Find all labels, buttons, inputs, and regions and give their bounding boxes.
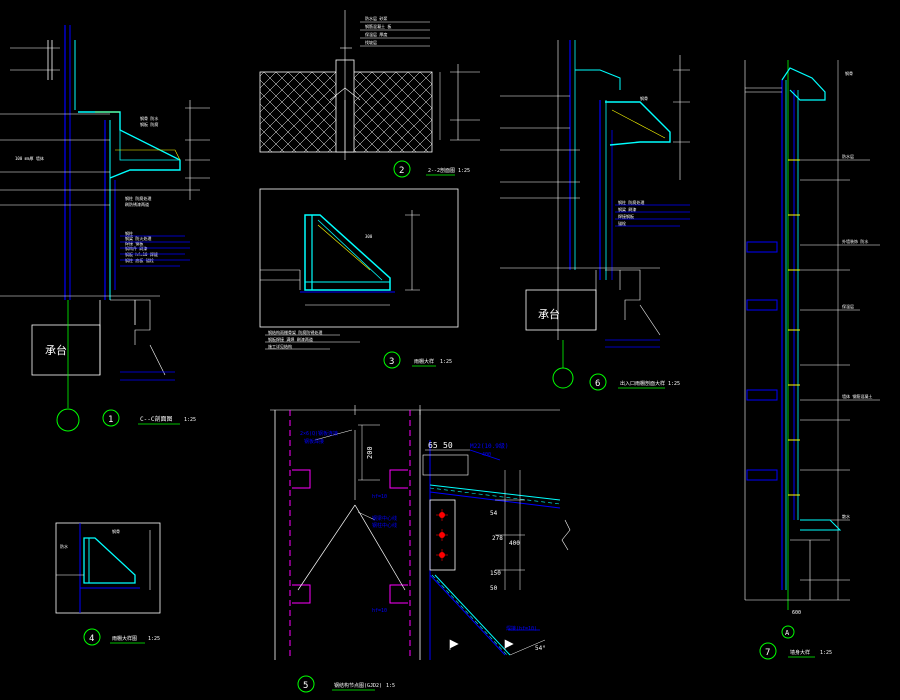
detail-7-section: A 600 钢骨 防水层 外墙装饰 防水 保温层 墙体 钢筋混凝土 散水	[744, 60, 880, 639]
d5-note-1: 2×6(Q)钢板连接	[300, 430, 338, 437]
svg-text:保温层 厚度: 保温层 厚度	[365, 31, 387, 37]
detail-5-section	[270, 405, 571, 660]
detail-3-title-text: 雨棚大样	[414, 358, 434, 365]
detail-7-scale: 1:25	[820, 650, 832, 656]
detail-5-title: 5 钢结构节点图(GJD2) 1:5	[297, 675, 395, 693]
d5-dim-150: 150	[490, 570, 501, 577]
svg-text:钢梁 刷漆: 钢梁 刷漆	[618, 206, 636, 212]
d7-bottom-dim: 600	[792, 610, 801, 616]
svg-text:300: 300	[365, 234, 373, 239]
svg-text:钢骨: 钢骨	[112, 528, 120, 534]
detail-4-section: 防水 钢骨	[55, 522, 161, 614]
svg-text:钢结构雨棚骨架 防腐防锈处理: 钢结构雨棚骨架 防腐防锈处理	[268, 329, 322, 335]
detail-7-number: 7	[765, 648, 770, 658]
svg-text:焊接钢板: 焊接钢板	[618, 213, 634, 219]
d5-weld-1: hf=10	[372, 494, 387, 500]
svg-text:钢柱 防腐处理: 钢柱 防腐处理	[618, 199, 644, 205]
detail-4-title: 4 雨棚大样图 1:25	[83, 628, 160, 646]
svg-text:钢梁 防火处理: 钢梁 防火处理	[125, 235, 151, 241]
d5-center-1: 钢梁中心线	[372, 515, 397, 522]
d5-weld-3: 焊接(hf=10)	[506, 625, 537, 632]
detail-6-scale: 1:25	[668, 381, 680, 387]
platform-label-left: 承台	[45, 343, 67, 357]
svg-text:防水层 砂浆: 防水层 砂浆	[365, 15, 387, 21]
d5-dim-50b: 50	[490, 585, 498, 592]
d5-weld-2: hf=10	[372, 608, 387, 614]
svg-text:钢骨: 钢骨	[845, 70, 853, 76]
detail-3-section: 钢结构雨棚骨架 防腐防锈处理 钢板焊接 满焊 刷漆两道 施工详见结构 300	[259, 188, 459, 350]
d7-axis-label: A	[785, 629, 790, 637]
detail-5-title-text: 钢结构节点图(GJD2)	[334, 682, 382, 689]
detail-1-section: 钢骨 防水 钢板 防腐 钢柱 防腐处理 刷防锈漆两道 100 mm厚 墙体 钢柱…	[0, 25, 210, 432]
detail-7-title-text: 墙身大样	[790, 649, 810, 656]
svg-text:钢骨 防水: 钢骨 防水	[140, 115, 158, 121]
d5-dim-200: 200	[366, 446, 374, 459]
svg-text:刷防锈漆两道: 刷防锈漆两道	[125, 201, 149, 207]
svg-text:钢板焊接 满焊 刷漆两道: 钢板焊接 满焊 刷漆两道	[268, 336, 313, 342]
detail-2-title: 2 2--2剖面图 1:25	[393, 160, 470, 178]
d5-dim-50: 50	[443, 441, 453, 450]
detail-5-number: 5	[303, 681, 308, 691]
svg-text:钢柱: 钢柱	[125, 230, 133, 236]
detail-5-labels: 2×6(Q)钢板连接 钢板焊接 200 hf=10 钢梁中心线 钢柱中心线 hf…	[300, 430, 546, 652]
svg-text:散水: 散水	[842, 513, 850, 519]
detail-6-title-text: 出入口雨棚剖面大样	[620, 380, 665, 387]
detail-4-number: 4	[89, 634, 94, 644]
svg-text:外墙装饰 防水: 外墙装饰 防水	[842, 238, 868, 244]
d5-angle: 54°	[535, 645, 546, 652]
detail-4-scale: 1:25	[148, 636, 160, 642]
detail-6-section: 钢柱 防腐处理 钢梁 刷漆 焊接钢板 锚栓 钢骨 承台	[500, 40, 690, 389]
detail-3-scale: 1:25	[440, 359, 452, 365]
d5-bolt-2: 400	[482, 452, 491, 458]
detail-4-title-text: 雨棚大样图	[112, 635, 137, 642]
detail-2-number: 2	[399, 166, 404, 176]
detail-6-number: 6	[595, 379, 600, 389]
svg-text:防水: 防水	[60, 543, 68, 549]
d5-dim-400: 400	[509, 540, 520, 547]
detail-1-number: 1	[108, 415, 113, 425]
svg-text:墙体 钢筋混凝土: 墙体 钢筋混凝土	[842, 393, 872, 399]
svg-text:找坡层: 找坡层	[365, 39, 377, 45]
platform-label-right: 承台	[538, 307, 560, 321]
d5-dim-278: 278	[492, 535, 503, 542]
svg-text:100 mm厚 墙体: 100 mm厚 墙体	[15, 155, 44, 161]
svg-text:保温层: 保温层	[842, 303, 854, 309]
d5-bolt: M22(10.9级)	[470, 442, 509, 450]
svg-text:钢筋混凝土 板: 钢筋混凝土 板	[365, 23, 391, 29]
d5-dim-65: 65	[428, 441, 438, 450]
svg-text:施工详见结构: 施工详见结构	[268, 343, 292, 349]
svg-text:焊接 钢板: 焊接 钢板	[125, 240, 143, 246]
detail-1-title: 1 C--C剖面图 1:25	[102, 409, 196, 427]
detail-2-scale: 1:25	[458, 168, 470, 174]
d5-note-2: 钢板焊接	[304, 438, 324, 445]
detail-1-scale: 1:25	[184, 417, 196, 423]
detail-2-title-text: 2--2剖面图	[428, 167, 455, 174]
svg-text:钢柱 防腐处理: 钢柱 防腐处理	[125, 195, 151, 201]
detail-6-title: 6 出入口雨棚剖面大样 1:25	[589, 373, 680, 391]
svg-text:锚栓: 锚栓	[618, 220, 626, 226]
detail-1-title-text: C--C剖面图	[140, 415, 172, 423]
detail-5-scale: 1:5	[386, 683, 395, 689]
detail-3-number: 3	[389, 357, 394, 367]
d5-dim-54: 54	[490, 510, 498, 517]
detail-3-title: 3 雨棚大样 1:25	[383, 351, 452, 369]
detail-7-title: 7 墙身大样 1:25	[759, 642, 832, 660]
svg-text:钢骨: 钢骨	[640, 95, 648, 101]
svg-text:防水层: 防水层	[842, 153, 854, 159]
detail-2-section: 防水层 砂浆 钢筋混凝土 板 保温层 厚度 找坡层	[259, 10, 480, 160]
svg-text:钢板 防腐: 钢板 防腐	[140, 121, 158, 127]
d5-center-2: 钢柱中心线	[372, 522, 397, 529]
